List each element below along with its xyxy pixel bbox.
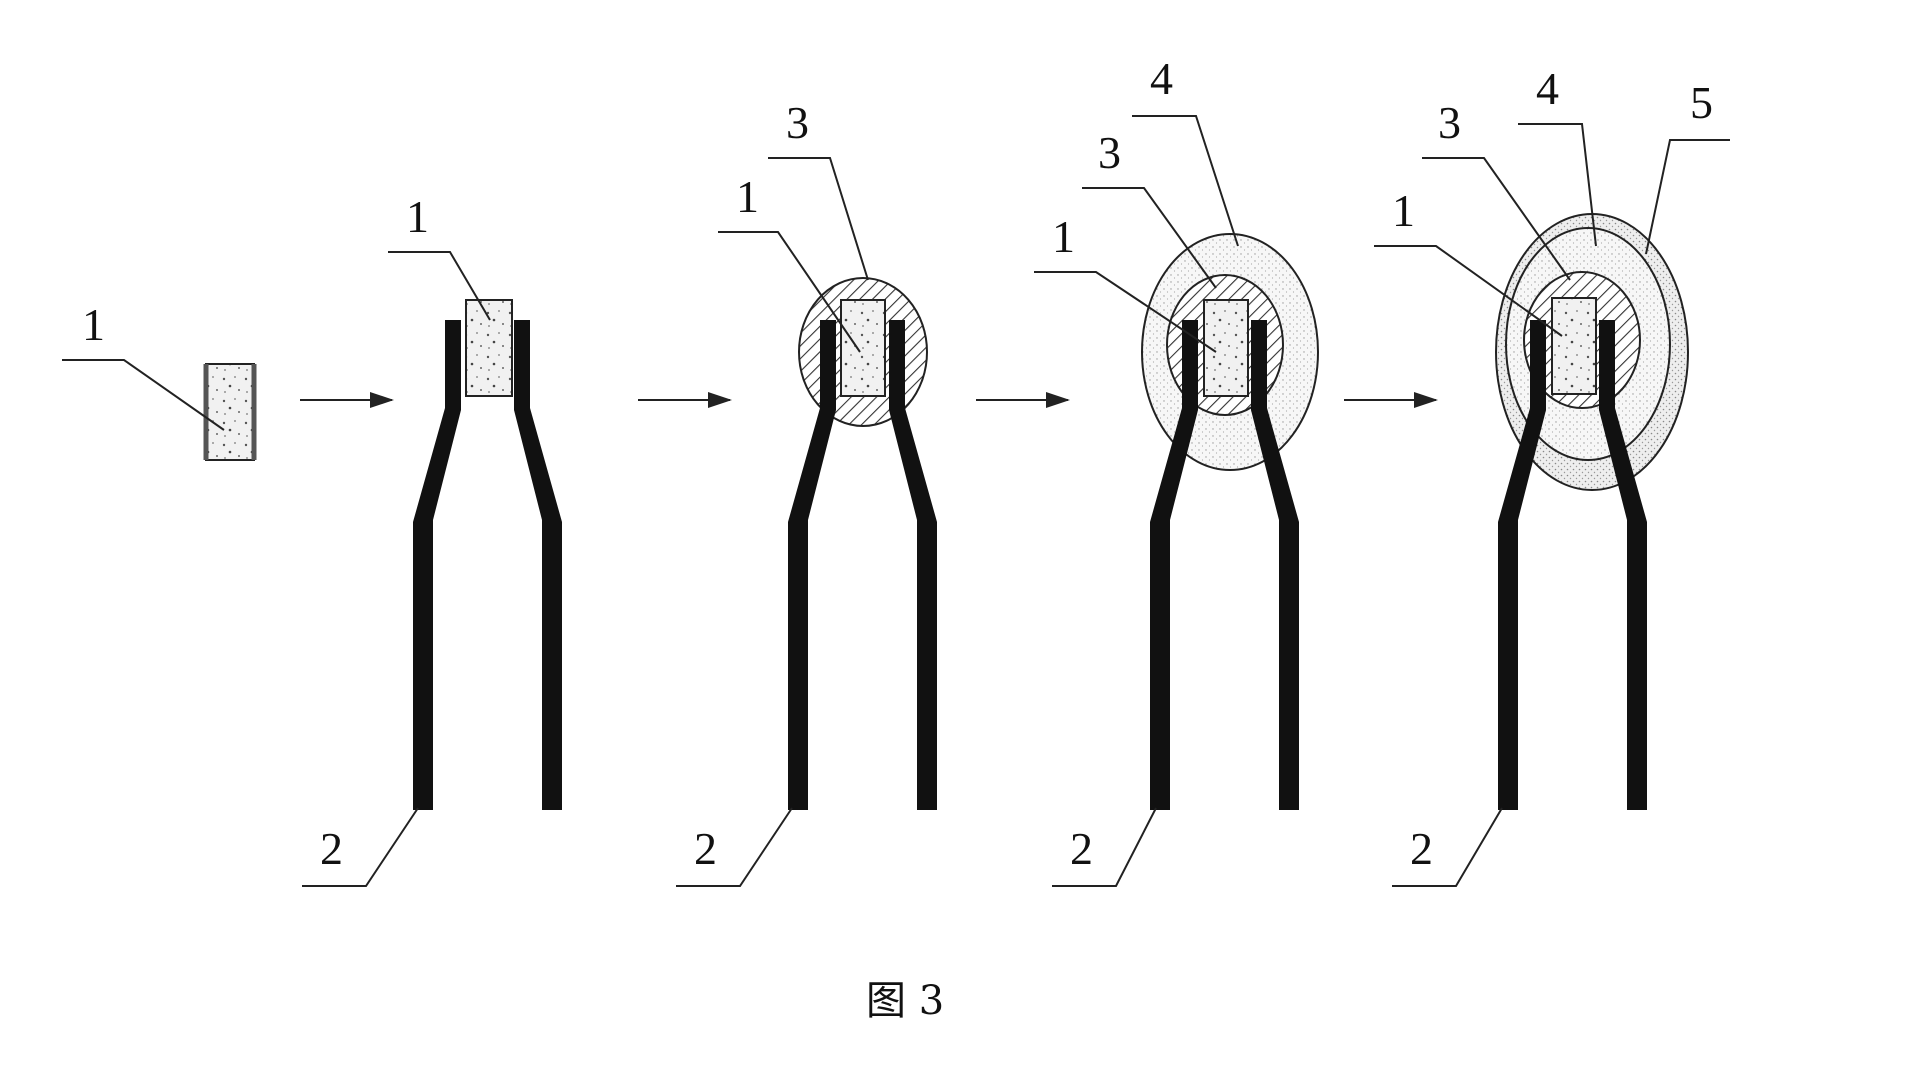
stage-4: 1 3 4 2 (1034, 53, 1319, 887)
leader-1 (62, 359, 225, 431)
figure-caption: 图 3 (866, 978, 944, 1024)
leader-1 (1034, 271, 1217, 353)
lead-left (788, 320, 836, 810)
leader-2 (1392, 807, 1503, 887)
label-4: 4 (1150, 53, 1173, 104)
label-1: 1 (406, 191, 429, 242)
leader-5 (1645, 139, 1730, 255)
leader-4 (1132, 115, 1239, 247)
label-3: 3 (786, 97, 809, 148)
stage-5: 1 3 4 5 2 (1374, 63, 1730, 887)
lead-right (1251, 320, 1299, 810)
leader-3 (768, 157, 869, 281)
stage-2: 1 2 (302, 191, 562, 887)
lead-right (1599, 320, 1647, 810)
stage-3: 1 3 2 (676, 97, 937, 887)
stage-1: 1 (62, 299, 257, 461)
leader-1 (1374, 245, 1563, 337)
leader-1 (388, 251, 491, 321)
leader-4 (1518, 123, 1597, 247)
leader-2 (1052, 807, 1157, 887)
label-2: 2 (320, 823, 343, 874)
label-3: 3 (1098, 127, 1121, 178)
chip (840, 299, 886, 397)
leader-3 (1082, 187, 1217, 289)
lead-left (1498, 320, 1546, 810)
label-1: 1 (1392, 185, 1415, 236)
leader-2 (676, 807, 793, 887)
label-1: 1 (736, 171, 759, 222)
label-2: 2 (1410, 823, 1433, 874)
lead-right (514, 320, 562, 810)
lead-left (413, 320, 461, 810)
leader-3 (1422, 157, 1571, 281)
leader-2 (302, 807, 419, 887)
label-3: 3 (1438, 97, 1461, 148)
chip (1551, 297, 1597, 395)
label-1: 1 (82, 299, 105, 350)
label-1: 1 (1052, 211, 1075, 262)
label-5: 5 (1690, 77, 1713, 128)
lead-left (1150, 320, 1198, 810)
label-2: 2 (694, 823, 717, 874)
label-4: 4 (1536, 63, 1559, 114)
chip (205, 363, 255, 461)
lead-right (889, 320, 937, 810)
chip (465, 299, 513, 397)
label-2: 2 (1070, 823, 1093, 874)
leader-1 (718, 231, 861, 353)
